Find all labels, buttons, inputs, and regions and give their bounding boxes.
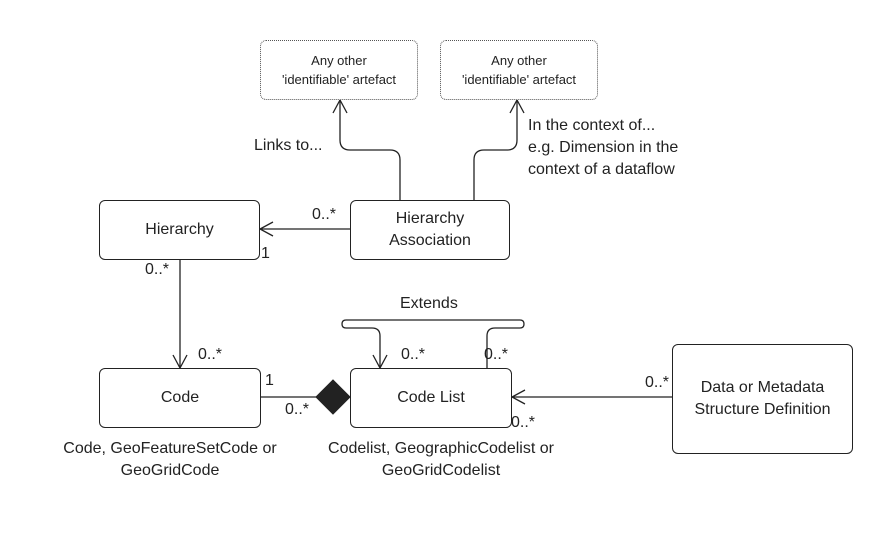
other-artefact-label-1: Any other 'identifiable' artefact xyxy=(281,53,397,87)
dsd-to-codelist-arrowhead xyxy=(510,389,526,405)
composition-code-multiplicity: 1 xyxy=(265,372,274,389)
code-list-label: Code List xyxy=(397,389,465,406)
context-arrowhead xyxy=(509,98,525,114)
context-line-2: e.g. Dimension in the xyxy=(528,139,679,156)
hierarchy-to-code-target-multiplicity: 0..* xyxy=(198,346,223,363)
links-to-arrowhead xyxy=(332,98,348,114)
hierarchy-to-code-source-multiplicity: 0..* xyxy=(145,261,170,278)
dsd-to-codelist-target-multiplicity: 0..* xyxy=(511,414,536,431)
dsd-to-codelist-source-multiplicity: 0..* xyxy=(645,374,670,391)
code-box: Code xyxy=(99,368,261,428)
assoc-to-hierarchy-source-multiplicity: 0..* xyxy=(312,206,337,223)
context-line-3: context of a dataflow xyxy=(528,161,675,178)
composition-list-multiplicity: 0..* xyxy=(285,401,310,418)
code-types-note: Code, GeoFeatureSetCode or GeoGridCode xyxy=(63,440,277,479)
hierarchy-box: Hierarchy xyxy=(99,200,260,260)
other-artefact-box-1: Any other 'identifiable' artefact xyxy=(260,40,418,100)
assoc-to-hierarchy-target-multiplicity: 1 xyxy=(261,245,270,262)
hierarchy-association-box: Hierarchy Association xyxy=(350,200,510,260)
composition-diamond xyxy=(315,379,351,415)
links-to-label: Links to... xyxy=(254,137,323,154)
other-artefact-box-2: Any other 'identifiable' artefact xyxy=(440,40,598,100)
extends-target-multiplicity: 0..* xyxy=(401,346,426,363)
context-line-1: In the context of... xyxy=(528,117,656,134)
structure-definition-label: Data or Metadata Structure Definition xyxy=(694,379,831,418)
structure-definition-box: Data or Metadata Structure Definition xyxy=(672,344,853,454)
extends-label: Extends xyxy=(400,295,458,312)
assoc-to-hierarchy-arrowhead xyxy=(258,221,274,237)
hierarchy-label: Hierarchy xyxy=(145,221,214,238)
context-connector xyxy=(473,100,518,200)
code-list-box: Code List xyxy=(350,368,512,428)
code-label: Code xyxy=(160,389,200,406)
hierarchy-association-label: Hierarchy Association xyxy=(389,210,471,249)
codelist-types-note: Codelist, GeographicCodelist or GeoGridC… xyxy=(328,440,554,479)
links-to-connector xyxy=(339,100,401,200)
other-artefact-label-2: Any other 'identifiable' artefact xyxy=(461,53,577,87)
extends-source-multiplicity: 0..* xyxy=(484,346,509,363)
context-note: In the context of... e.g. Dimension in t… xyxy=(528,115,678,181)
extends-connector xyxy=(341,319,525,368)
